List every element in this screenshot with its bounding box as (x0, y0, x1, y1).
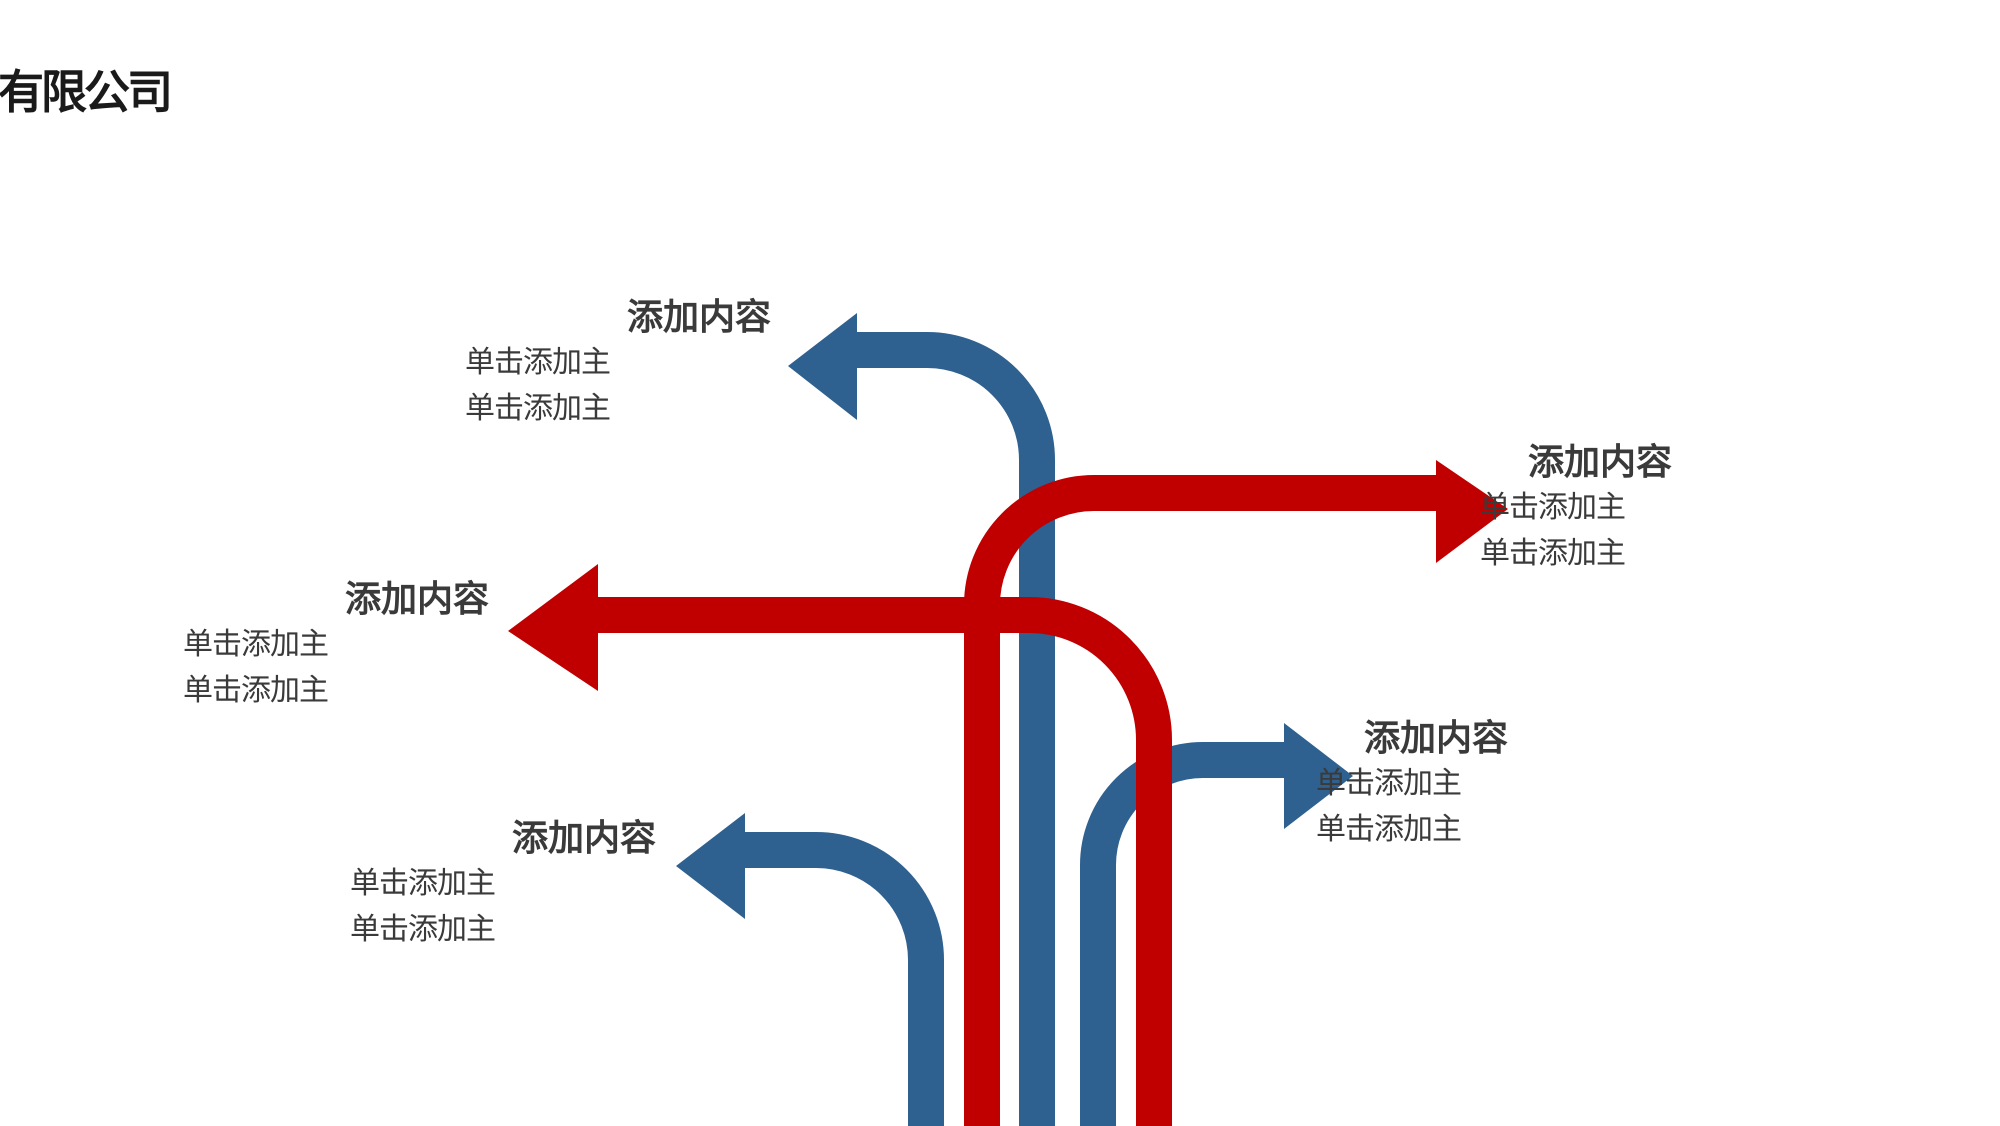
label-lower-right: 添加内容 单击添加主 单击添加主 (1316, 717, 1508, 853)
label-line: 单击添加主 (1480, 490, 1626, 525)
arrow-lower-right (1080, 742, 1290, 1126)
arrowhead-lower-right (1284, 723, 1353, 829)
arrowhead-lower-left (676, 813, 745, 919)
label-line: 单击添加主 (183, 673, 329, 708)
label-line: 单击添加主 (1316, 812, 1462, 847)
label-line: 单击添加主 (1480, 536, 1626, 571)
label-lower-left: 添加内容 单击添加主 单击添加主 (350, 817, 656, 953)
label-top-left: 添加内容 单击添加主 单击添加主 (465, 296, 771, 432)
label-heading: 添加内容 (1528, 442, 1673, 483)
label-heading: 添加内容 (1364, 718, 1509, 759)
arrowhead-top-left (788, 313, 857, 420)
arrow-upper-right (964, 475, 1440, 1126)
label-line: 单击添加主 (1316, 766, 1462, 801)
arrowhead-far-left (508, 564, 598, 691)
label-heading: 添加内容 (345, 579, 490, 620)
label-line: 单击添加主 (465, 345, 611, 380)
label-line: 单击添加主 (183, 627, 329, 662)
page-title: 有限公司 (0, 65, 173, 119)
arrow-far-left (595, 597, 1172, 1126)
label-heading: 添加内容 (627, 297, 772, 338)
label-far-left: 添加内容 单击添加主 单击添加主 (183, 578, 489, 714)
arrow-top-left (850, 332, 1055, 1126)
label-line: 单击添加主 (350, 912, 496, 947)
arrowhead-upper-right (1436, 460, 1508, 563)
arrow-lower-left (735, 832, 944, 1126)
label-upper-right: 添加内容 单击添加主 单击添加主 (1480, 441, 1672, 577)
label-heading: 添加内容 (512, 818, 657, 859)
label-line: 单击添加主 (350, 866, 496, 901)
label-line: 单击添加主 (465, 391, 611, 426)
